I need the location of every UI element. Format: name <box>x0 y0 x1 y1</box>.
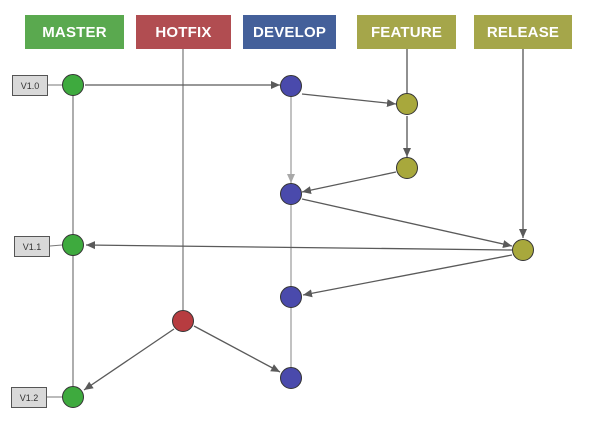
feature-commit-1 <box>396 93 418 115</box>
version-tag-v1-2: V1.2 <box>11 387 47 408</box>
tag-connector-v1-1 <box>49 244 63 247</box>
branch-header-hotfix: HOTFIX <box>136 15 231 49</box>
branch-header-develop: DEVELOP <box>243 15 336 49</box>
develop-commit-4 <box>280 367 302 389</box>
develop-commit-3 <box>280 286 302 308</box>
master-commit-v1-0 <box>62 74 84 96</box>
arrow-release-to-develop <box>302 254 513 298</box>
hotfix-commit <box>172 310 194 332</box>
master-commit-v1-2 <box>62 386 84 408</box>
develop-commit-2 <box>280 183 302 205</box>
arrow-feature-to-develop <box>301 171 397 195</box>
arrow-develop-to-feature <box>301 93 397 108</box>
arrow-develop-to-release <box>301 198 513 248</box>
version-tag-v1-1: V1.1 <box>14 236 50 257</box>
feature-commit-2 <box>396 157 418 179</box>
version-tag-v1-0: V1.0 <box>12 75 48 96</box>
release-commit <box>512 239 534 261</box>
arrow-release-to-master <box>85 241 513 251</box>
develop-commit-1 <box>280 75 302 97</box>
arrow-hotfix-to-develop <box>193 325 281 373</box>
branch-header-feature: FEATURE <box>357 15 456 49</box>
arrow-hotfix-to-master <box>83 328 175 391</box>
branch-header-release: RELEASE <box>474 15 572 49</box>
master-commit-v1-1 <box>62 234 84 256</box>
branch-header-master: MASTER <box>25 15 124 49</box>
